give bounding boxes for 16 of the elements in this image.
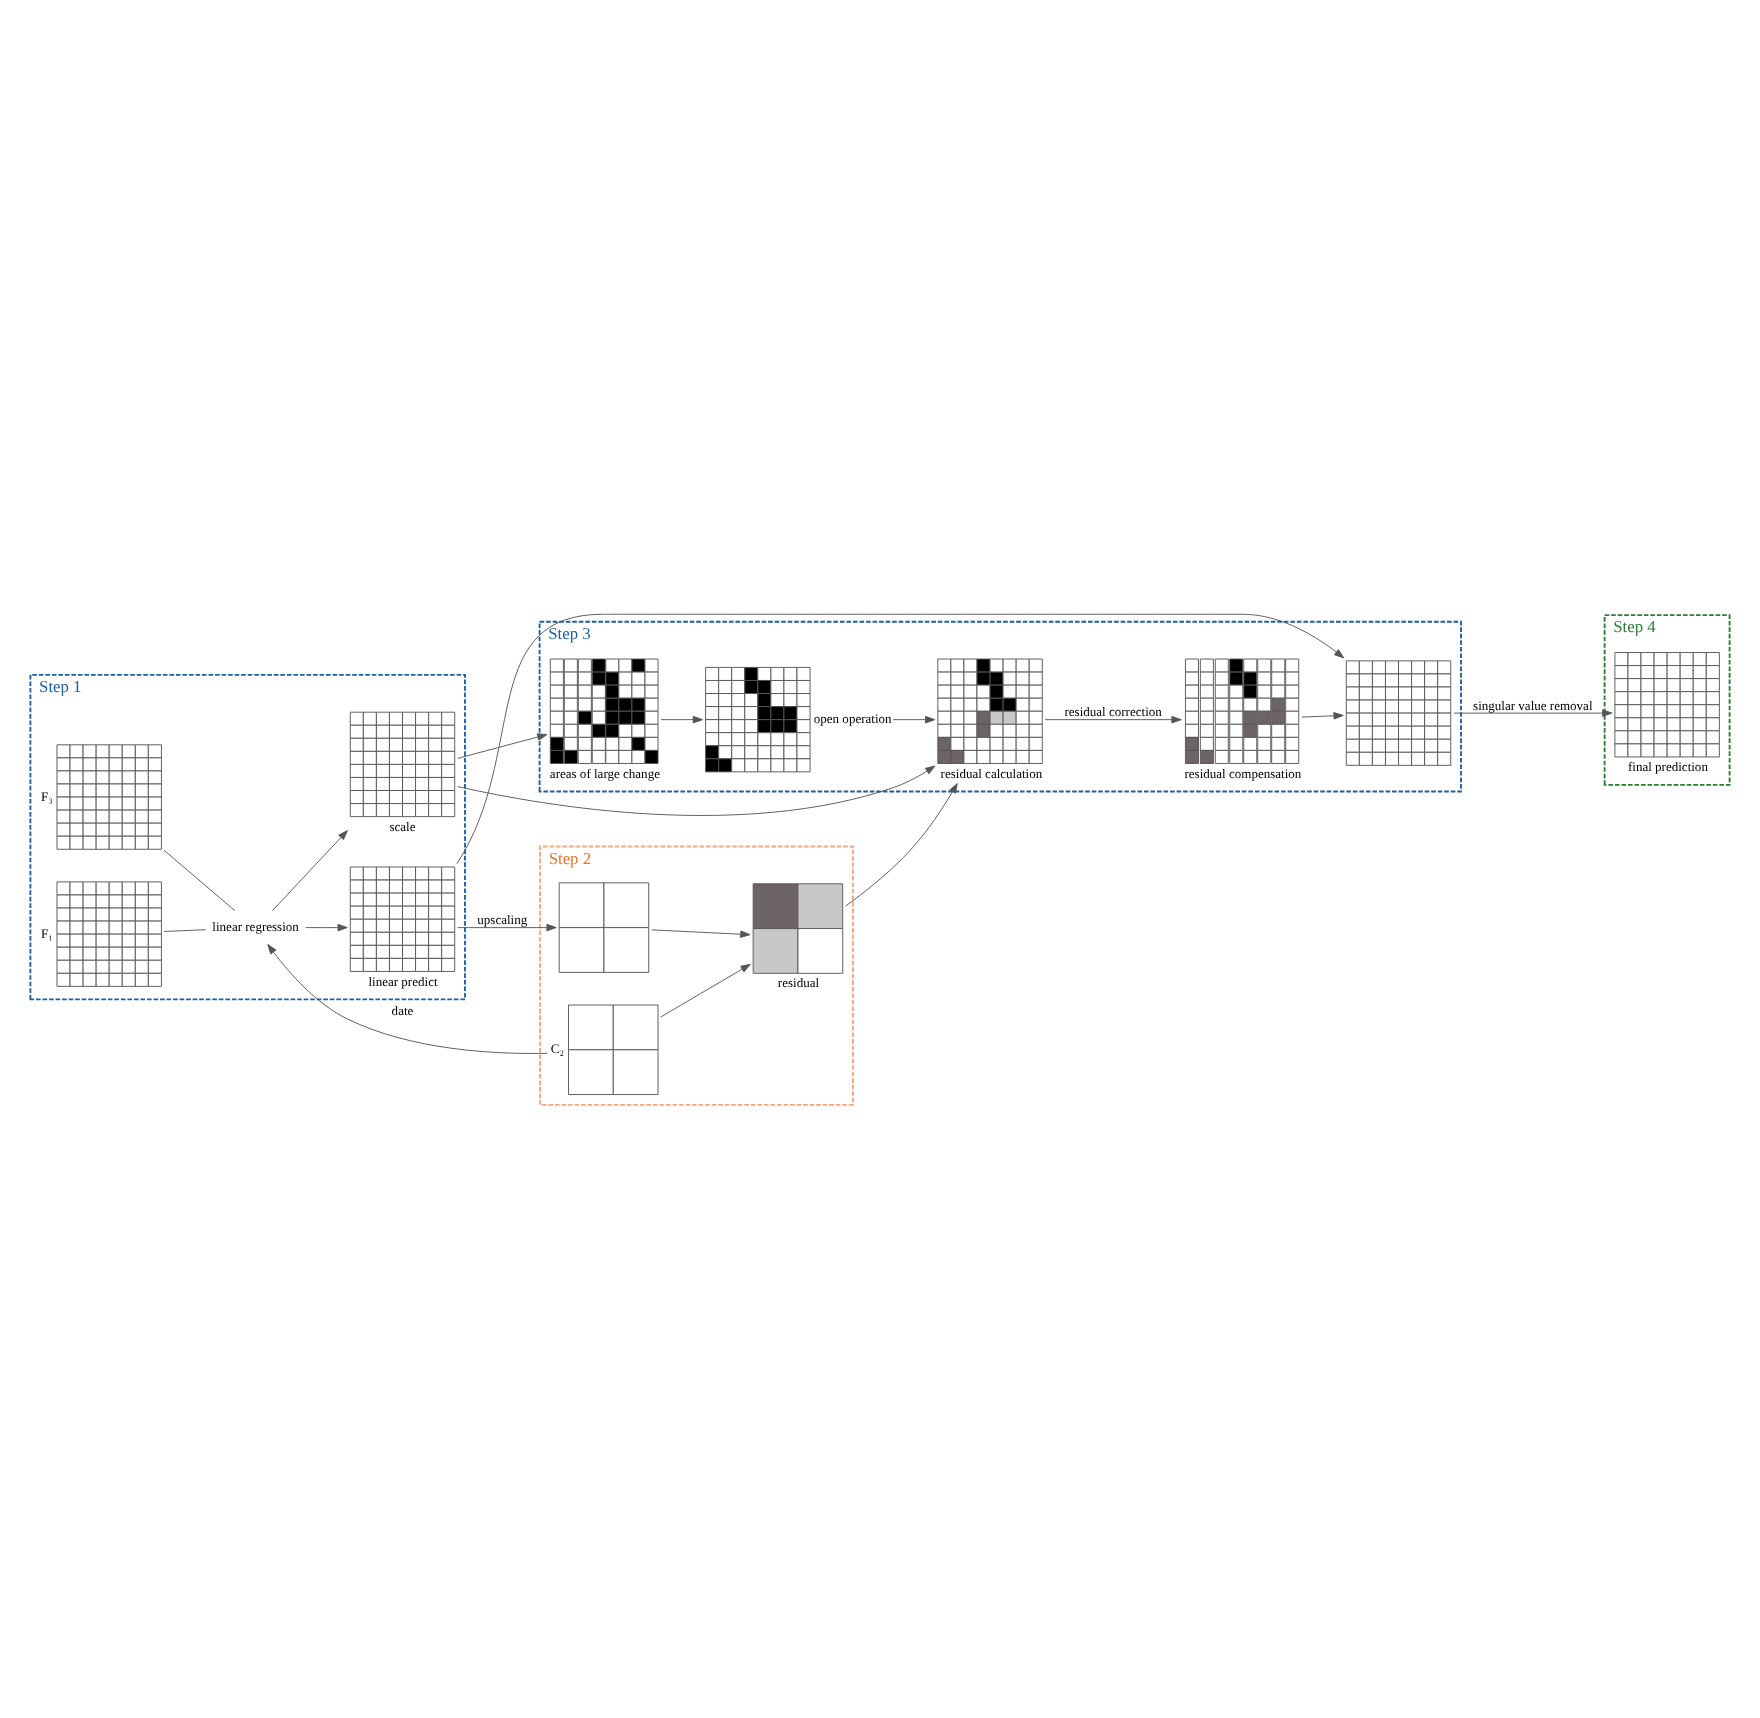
arrow [1453,708,1613,716]
arrow [660,962,751,1017]
arrow [1044,714,1182,723]
arrow [305,922,348,931]
arrow [1301,711,1344,719]
arrow [271,829,348,911]
arrow [457,764,936,815]
arrow [457,732,548,758]
arrow [892,714,936,723]
arrow [651,928,751,937]
connector [163,848,236,911]
arrow [457,922,557,931]
connector [163,928,207,931]
arrow [456,612,1345,864]
arrow [845,782,958,906]
arrow [660,714,703,723]
